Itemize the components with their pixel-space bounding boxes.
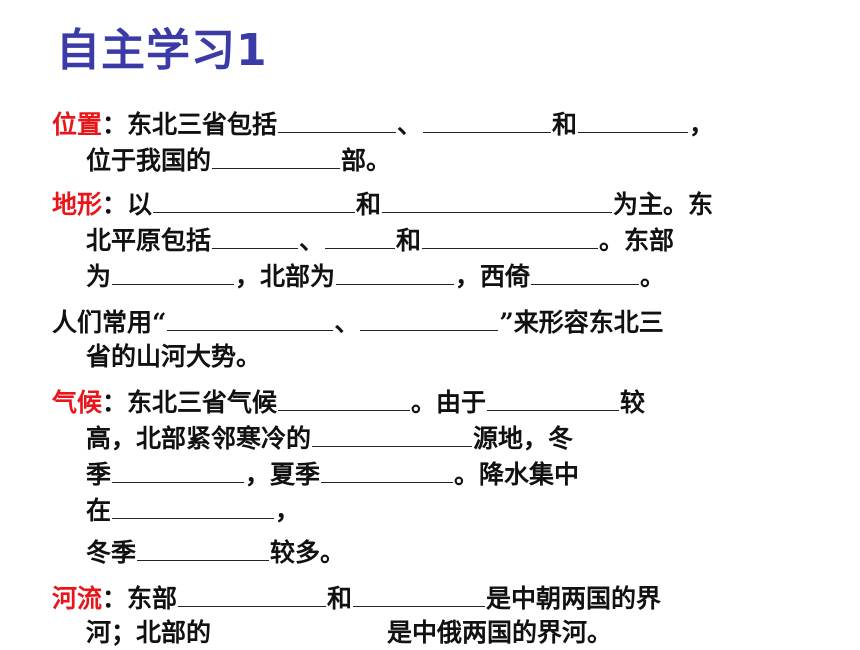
text: 。降水集中: [454, 460, 580, 489]
blank-field[interactable]: [112, 492, 275, 519]
page-title: 自主学习1: [56, 25, 268, 76]
text: 。东部: [599, 226, 675, 255]
climate-line-5: 冬季 较多。: [86, 534, 345, 570]
text: ，夏季: [245, 460, 321, 489]
rivers-label: 河流: [52, 584, 103, 613]
text: 人们常用“: [52, 308, 167, 337]
location-label: 位置: [52, 110, 103, 139]
text: ，北部为: [235, 262, 336, 291]
rivers-line-2: 河；北部的 是中俄两国的界河。: [86, 616, 612, 650]
blank-field[interactable]: [321, 456, 454, 483]
text: 冬季: [86, 538, 137, 567]
blank-field[interactable]: [178, 580, 327, 607]
text: 和: [327, 584, 353, 613]
blank-field[interactable]: [153, 186, 356, 213]
text: 。由于: [411, 388, 487, 417]
blank-field[interactable]: [167, 304, 334, 331]
location-line-1: 位置：东北三省包括 、 和 ，: [52, 106, 714, 142]
text: 为主。东: [613, 190, 714, 219]
climate-line-3: 季 ，夏季 。降水集中: [86, 456, 579, 492]
climate-line-4: 在，: [86, 492, 300, 528]
blank-field[interactable]: [212, 222, 299, 249]
blank-field[interactable]: [360, 304, 499, 331]
terrain-label: 地形: [52, 190, 103, 219]
text: 是中朝两国的界: [486, 584, 662, 613]
blank-field[interactable]: [325, 222, 396, 249]
text: ：东北三省包括: [102, 110, 278, 139]
text: 和: [396, 226, 422, 255]
location-line-2: 位于我国的 部。: [86, 142, 391, 178]
text: 、: [397, 110, 423, 139]
text: 、: [299, 226, 325, 255]
text: ：东北三省气候: [102, 388, 278, 417]
blank-field[interactable]: [278, 106, 397, 133]
blank-field[interactable]: [531, 258, 640, 285]
blank-field[interactable]: [422, 222, 599, 249]
blank-field[interactable]: [382, 186, 613, 213]
blank-field[interactable]: [578, 106, 689, 133]
text: 和: [356, 190, 382, 219]
text: 和: [552, 110, 578, 139]
text: 高，北部紧邻寒冷的: [86, 424, 312, 453]
blank-field[interactable]: [112, 258, 235, 285]
text: 源地，冬: [473, 424, 574, 453]
mountains-line-2: 省的山河大势。: [86, 340, 261, 374]
text: 位于我国的: [86, 146, 212, 175]
text: 。: [640, 262, 666, 291]
rivers-line-1: 河流：东部 和 是中朝两国的界: [52, 580, 661, 616]
text: 北平原包括: [86, 226, 212, 255]
text: ，: [689, 110, 715, 139]
terrain-line-2: 北平原包括 、 和 。东部: [86, 222, 674, 258]
terrain-line-3: 为 ，北部为 ，西倚 。: [86, 258, 665, 294]
text: ：以: [102, 190, 153, 219]
blank-field[interactable]: [112, 456, 245, 483]
blank-field[interactable]: [312, 420, 473, 447]
text: 在: [86, 496, 112, 525]
mountains-line-1: 人们常用“ 、 ”来形容东北三: [52, 304, 664, 340]
blank-field[interactable]: [336, 258, 455, 285]
text: 较: [620, 388, 646, 417]
blank-field[interactable]: [487, 384, 620, 411]
text: 是中俄两国的界河。: [387, 618, 613, 647]
blank-field[interactable]: [137, 534, 270, 561]
text: 季: [86, 460, 112, 489]
text: 、: [334, 308, 360, 337]
terrain-line-1: 地形：以 和 为主。东: [52, 186, 713, 222]
text: 较多。: [270, 538, 346, 567]
text: 河；北部的: [86, 618, 212, 647]
text: 为: [86, 262, 112, 291]
text: ，西倚: [455, 262, 531, 291]
climate-label: 气候: [52, 388, 103, 417]
text: ，: [275, 496, 301, 525]
blank-field[interactable]: [423, 106, 552, 133]
text: ”来形容东北三: [499, 308, 664, 337]
text: 部。: [341, 146, 392, 175]
text: ：东部: [102, 584, 178, 613]
blank-field[interactable]: [353, 580, 486, 607]
blank-field[interactable]: [278, 384, 411, 411]
text: 省的山河大势。: [86, 342, 262, 371]
climate-line-2: 高，北部紧邻寒冷的 源地，冬: [86, 420, 573, 456]
climate-line-1: 气候：东北三省气候 。由于 较: [52, 384, 645, 420]
blank-field[interactable]: [212, 142, 341, 169]
